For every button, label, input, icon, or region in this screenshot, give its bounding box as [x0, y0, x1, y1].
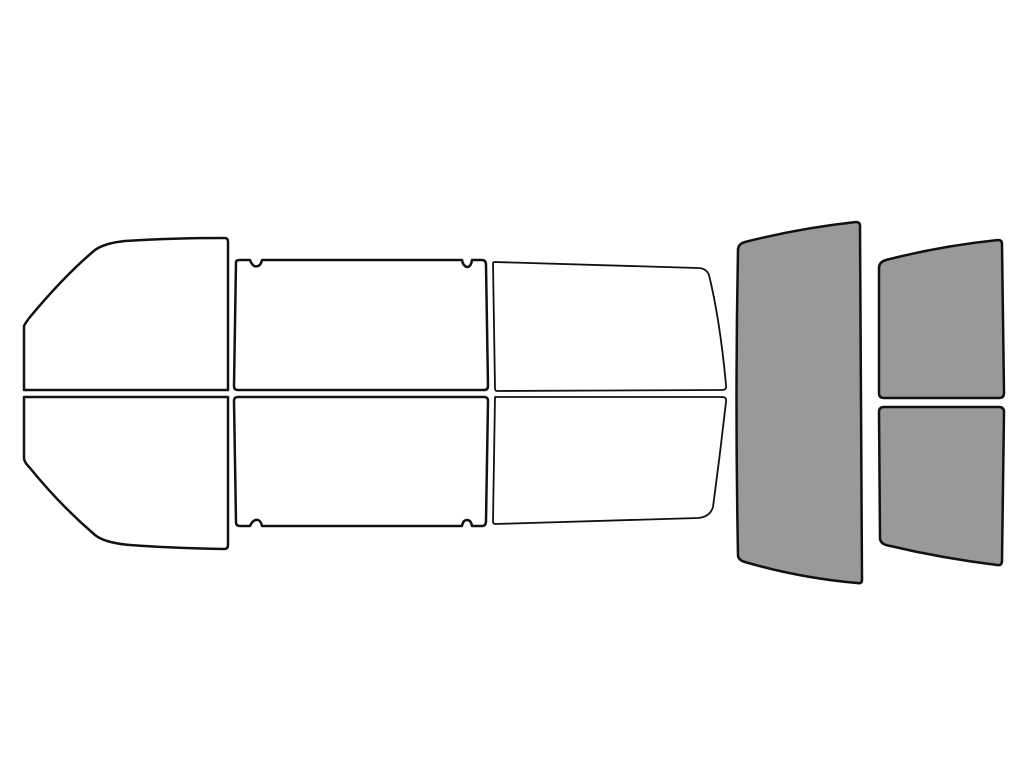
rear-door-window-upper [492, 261, 728, 392]
quarter-window-upper [877, 238, 1006, 400]
rear-windshield [735, 220, 864, 585]
rear-door-window-lower [492, 396, 728, 525]
front-door-window-upper [232, 258, 490, 392]
front-door-window-lower [232, 395, 490, 528]
quarter-window-lower [877, 405, 1006, 567]
front-windshield-lower [22, 395, 230, 551]
front-windshield-upper [22, 236, 230, 392]
